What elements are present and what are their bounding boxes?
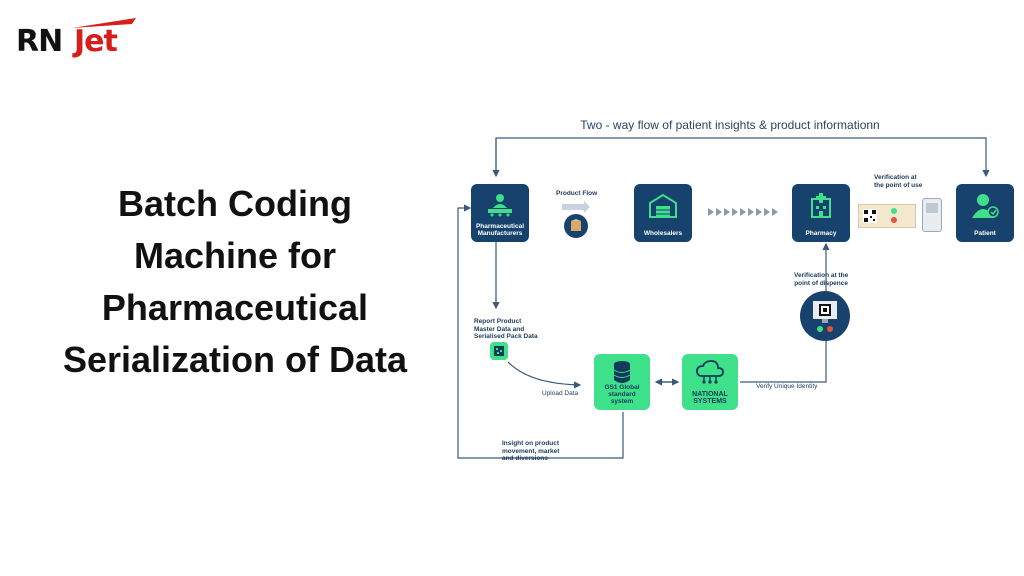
product-flow-arrow <box>562 201 590 213</box>
verification-use-label: Verification at the point of use <box>874 174 923 189</box>
verification-dispence-label: Verification at the point of dispence <box>794 272 849 287</box>
datamatrix-icon <box>494 346 504 356</box>
dispence-terminal-badge <box>800 291 850 341</box>
factory-worker-icon <box>488 194 512 217</box>
insight-loop-line <box>457 204 624 459</box>
report-qr-badge <box>490 342 508 360</box>
node-label-manufacturers: Pharmaceutical Manufacturers <box>475 223 525 237</box>
product-flow-label: Product Flow <box>556 190 598 197</box>
patient-icon <box>972 194 999 218</box>
insight-label: Insight on product movement, market and … <box>502 440 560 462</box>
monitor-qr-icon <box>813 301 837 332</box>
rnjet-logo: RN Jet <box>16 16 146 60</box>
node-wholesalers: Wholesalers <box>634 184 692 242</box>
product-box-badge <box>564 214 588 238</box>
wholesaler-to-pharmacy-arrow <box>708 208 778 216</box>
headline-line-3: Pharmaceutical <box>101 287 369 328</box>
headline-line-2: Machine for <box>133 235 337 276</box>
node-label-gs1: GS1 Global standard system <box>604 384 640 405</box>
verification-pack <box>858 204 916 228</box>
logo-text-rn: RN <box>16 24 63 59</box>
logo-swoosh-icon <box>72 18 136 28</box>
headline-line-4: Serialization of Data <box>62 339 408 380</box>
node-patient: Patient <box>956 184 1014 242</box>
node-label-national: NATIONAL SYSTEMS <box>692 391 728 405</box>
two-way-flow-caption: Two - way flow of patient insights & pro… <box>580 118 880 132</box>
node-gs1-global-standard: GS1 Global standard system <box>594 354 650 410</box>
cloud-network-icon <box>696 360 724 384</box>
verify-identity-label: Verify Unique Identity <box>756 383 818 390</box>
hospital-icon <box>811 193 831 218</box>
serialization-flow-diagram: Two - way flow of patient insights & pro… <box>450 108 1014 478</box>
scanner-device <box>922 198 942 232</box>
node-label-patient: Patient <box>974 230 996 237</box>
logo-text-jet: Jet <box>74 24 118 59</box>
node-label-pharmacy: Pharmacy <box>805 230 837 237</box>
node-pharmacy: Pharmacy <box>792 184 850 242</box>
status-dots-icon <box>891 208 897 223</box>
node-label-wholesalers: Wholesalers <box>643 230 683 237</box>
warehouse-icon <box>649 193 677 218</box>
top-flow-line <box>495 137 990 178</box>
report-product-label: Report Product Master Data and Serialise… <box>474 318 538 340</box>
diagram-connectors <box>457 137 990 459</box>
database-icon <box>613 361 631 383</box>
node-national-systems: NATIONAL SYSTEMS <box>682 354 738 410</box>
upload-curve <box>507 361 582 389</box>
page-headline: Batch Coding Machine for Pharmaceutical … <box>30 178 440 386</box>
verify-identity-line <box>740 338 827 383</box>
qr-code-icon <box>863 209 877 223</box>
node-pharmaceutical-manufacturers: Pharmaceutical Manufacturers <box>471 184 529 242</box>
upload-data-label: Upload Data <box>542 390 579 397</box>
headline-line-1: Batch Coding <box>118 183 352 224</box>
box-icon <box>571 219 581 231</box>
